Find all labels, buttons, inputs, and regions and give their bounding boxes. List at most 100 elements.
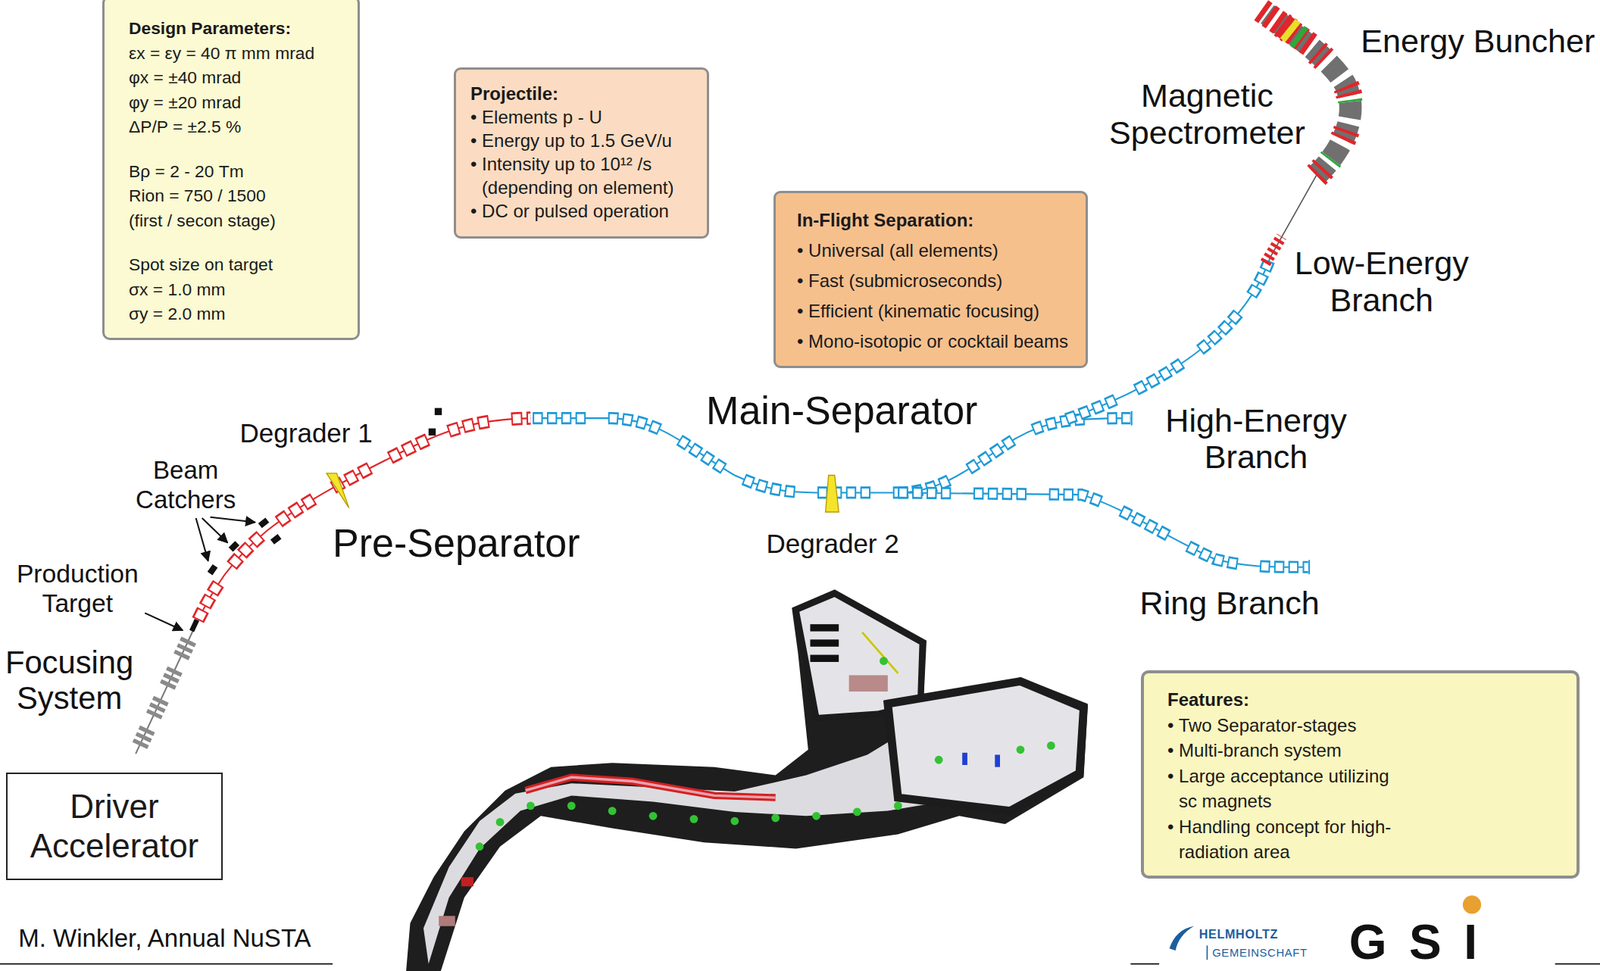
part-label: Degrader 1 (240, 418, 373, 449)
magnet-dot (608, 806, 617, 816)
magnet-dot (496, 818, 505, 827)
magnet-interior (197, 418, 531, 621)
magnet-dot (934, 756, 944, 765)
focusing-magnets (140, 631, 194, 747)
leader-arrow (144, 612, 183, 631)
accelerator-box: Driver Accelerator (6, 772, 223, 881)
degrader-wedge (825, 475, 840, 513)
slit-block (434, 408, 442, 416)
part-label: Production Target (11, 559, 144, 619)
magnet-dot (649, 812, 658, 821)
building-floor (423, 726, 972, 965)
building-detail (809, 639, 839, 647)
box-text: • Handling concept for high-radiation ar… (1167, 814, 1403, 866)
building-render (406, 589, 1088, 971)
parameter-box: Design Parameters:εx = εy = 40 π mm mrad… (102, 0, 360, 341)
projectile-box: Projectile:• Elements p - U• Energy up t… (453, 67, 710, 239)
slit-block (428, 428, 436, 436)
beam-catcher (207, 564, 219, 576)
building-detail (994, 755, 1000, 768)
magnet-dot (526, 801, 535, 810)
beam-axis (897, 492, 1308, 567)
branch-label: Low-Energy Branch (1287, 244, 1476, 319)
magnet-dot (812, 812, 821, 821)
branch-magnets (1066, 256, 1271, 419)
box-text: • Large acceptance utilizing sc magnets (1167, 763, 1403, 815)
author-credit: M. Winkler, Annual NuSTA (18, 924, 311, 954)
gsi-logo-dot (1462, 895, 1482, 914)
branch-label: Ring Branch (1140, 584, 1320, 623)
box-text: Driver Accelerator (15, 787, 214, 866)
building-detail (962, 753, 968, 766)
box-text: • Intensity up to 10¹² /s (depending on … (470, 152, 698, 200)
box-text: • Efficient (kinematic focusing) (796, 296, 1040, 327)
box-text: φy = ±20 mrad (128, 90, 241, 116)
beam-catcher (270, 534, 282, 545)
magnet-dot (730, 817, 739, 826)
box-text: • Multi-branch system (1167, 737, 1403, 764)
magnet-dot (771, 814, 780, 823)
building-hall (887, 681, 1085, 812)
box-text: Bρ = 2 - 20 Tm (128, 159, 244, 185)
building-separator-tunnel (525, 777, 776, 798)
box-text: • Mono-isotopic or cocktail beams (796, 326, 1069, 357)
magnet-interior (1066, 256, 1271, 419)
box-text: Rion = 750 / 1500 (128, 183, 266, 209)
part-label: Degrader 2 (766, 528, 900, 560)
footer-rule (1130, 963, 1160, 966)
box-heading: Features: (1167, 687, 1403, 713)
beam-axis (197, 418, 531, 621)
branch-label: High-Energy Branch (1158, 402, 1355, 476)
box-text: σx = 1.0 mm (128, 277, 225, 303)
box-text: • Energy up to 1.5 GeV/u (470, 128, 698, 153)
building-magnets (475, 656, 1056, 851)
magnet-dot (567, 801, 576, 810)
building-detail (809, 624, 839, 632)
building-walls (406, 589, 1088, 971)
leader-arrow (209, 517, 255, 523)
magnet-interior (897, 492, 1308, 567)
footer-rule (0, 963, 333, 966)
box-text: ΔP/P = ±2.5 % (128, 114, 241, 140)
logo-text: HELMHOLTZ (1199, 927, 1279, 942)
box-heading: Projectile: (470, 81, 698, 106)
production-target (189, 618, 200, 632)
section-label: Magnetic Spectrometer (1102, 77, 1312, 151)
helmholtz-swoosh (1169, 926, 1194, 951)
energy-buncher (1261, 9, 1311, 45)
branch-magnets (897, 492, 1308, 567)
box-heading: Design Parameters: (128, 15, 291, 41)
box-text: Spot size on target (128, 252, 273, 278)
section-label: Pre-Separator (332, 521, 581, 567)
features-box: Features:• Two Separator-stages• Multi-b… (1140, 670, 1580, 879)
section-label: Main-Separator (706, 388, 978, 435)
part-label: Focusing System (0, 644, 138, 716)
branch-end (1131, 411, 1133, 426)
logo-text: GEMEINSCHAFT (1212, 946, 1308, 960)
box-text: εx = εy = 40 π mm mrad (128, 40, 315, 66)
building-detail (849, 675, 888, 692)
magnet-dot (879, 656, 888, 666)
branch-end (1308, 559, 1310, 575)
box-text: • Elements p - U (470, 105, 698, 129)
box-text: • DC or pulsed operation (470, 199, 698, 223)
leader-arrow (202, 518, 229, 543)
building-beamline (862, 632, 898, 674)
magnet-dot (853, 808, 862, 817)
building-detail (461, 877, 474, 887)
pre-separator-magnets (197, 418, 531, 621)
box-heading: In-Flight Separation: (796, 205, 974, 236)
box-text: φx = ±40 mrad (128, 65, 241, 91)
helmholtz-bar (1206, 945, 1209, 960)
box-text: σy = 2.0 mm (128, 301, 225, 327)
leader-arrow (196, 518, 209, 562)
magnet-dot (475, 842, 485, 851)
magnet-dot (690, 815, 699, 824)
degrader-wedge (326, 473, 350, 509)
magnet-dot (1016, 745, 1025, 754)
beam-axis (1066, 256, 1271, 419)
box-text: • Fast (submicroseconds) (796, 265, 1003, 297)
magnet-dot (1046, 741, 1056, 750)
section-label: Energy Buncher (1360, 22, 1595, 61)
